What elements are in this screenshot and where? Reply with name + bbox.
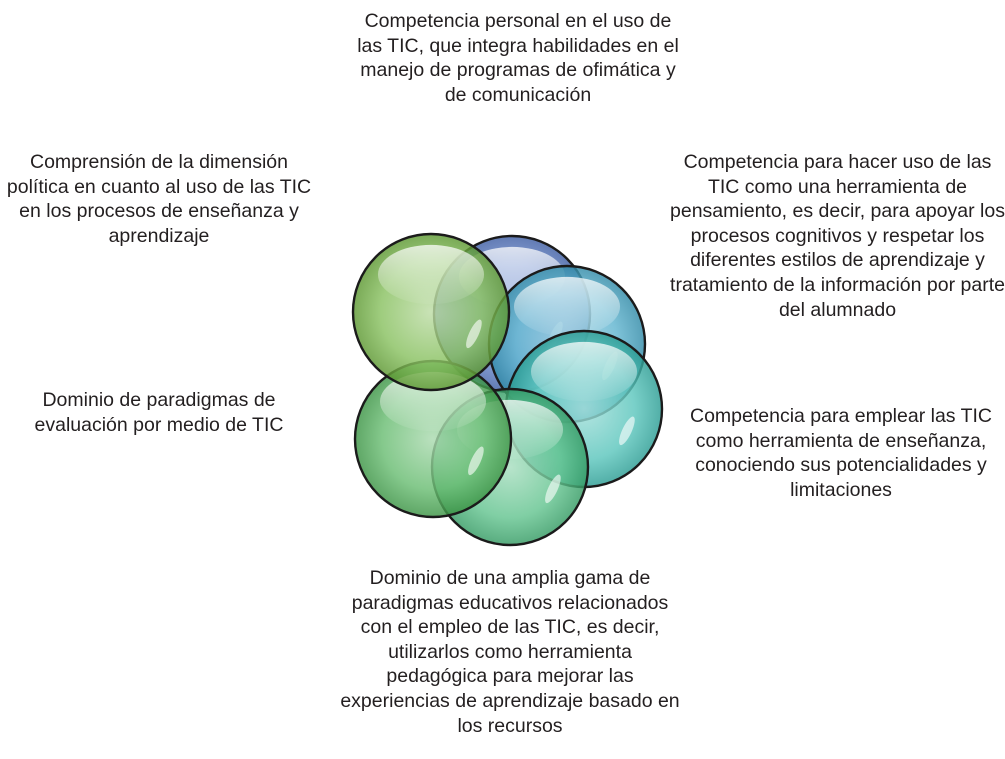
- circle-top-left-streak: [466, 319, 482, 349]
- circle-top-right-highlight: [513, 276, 621, 337]
- label-top: Competencia personal en el uso de las TI…: [357, 10, 679, 106]
- label-bottom: Dominio de una amplia gama de paradigmas…: [340, 567, 680, 737]
- circle-bottom-right-highlight: [530, 341, 638, 402]
- circle-bottom-left-streak: [468, 446, 484, 476]
- circle-top-left-highlight: [377, 244, 485, 305]
- label-top-right: Competencia para hacer uso de las TIC co…: [670, 151, 1005, 321]
- circles-layer: [351, 232, 664, 547]
- label-bottom-right: Competencia para emplear las TIC como he…: [689, 405, 993, 501]
- label-top-left: Comprensión de la dimensión política en …: [6, 151, 312, 247]
- circle-bottom-right-streak: [619, 416, 635, 446]
- circle-bottom-streak: [545, 474, 561, 504]
- circle-top-left: [351, 232, 511, 392]
- label-bottom-left: Dominio de paradigmas de evaluación por …: [34, 389, 284, 436]
